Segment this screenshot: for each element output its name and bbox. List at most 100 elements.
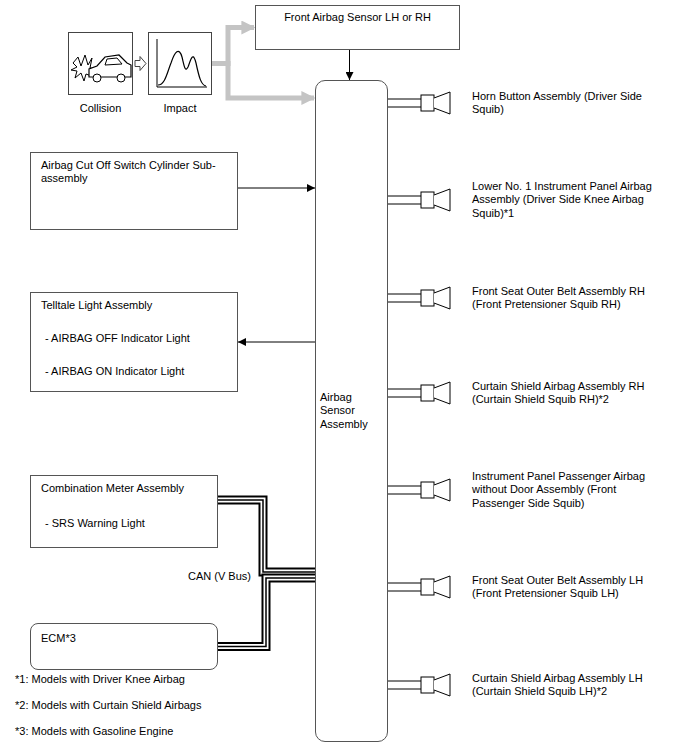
squib-body xyxy=(434,674,450,696)
squib-wire-pair xyxy=(388,486,422,494)
signal-line xyxy=(238,188,315,189)
connector-body xyxy=(421,677,434,693)
illustration-caption: Collision xyxy=(49,102,152,115)
component-box: Combination Meter Assembly - SRS Warning … xyxy=(30,475,218,548)
box-title: Combination Meter Assembly xyxy=(41,482,207,495)
connector xyxy=(212,28,254,64)
box-item: - AIRBAG OFF Indicator Light xyxy=(41,332,227,345)
car-wheel xyxy=(93,74,101,82)
squib-body xyxy=(434,189,450,211)
illustration-box: Collision xyxy=(68,32,133,95)
footnote: *2: Models with Curtain Shield Airbags xyxy=(15,699,201,712)
illustration-box: Impact xyxy=(148,32,212,95)
connector xyxy=(238,342,315,343)
squib-wire-pair xyxy=(388,99,422,107)
footnote: *3: Models with Gasoline Engine xyxy=(15,725,173,738)
connector-body xyxy=(421,385,434,401)
squib-body xyxy=(434,479,450,501)
sensor-box: Front Airbag Sensor LH or RH xyxy=(255,5,460,50)
box-title: Airbag Cut Off Switch Cylinder Sub-assem… xyxy=(41,159,227,185)
connector xyxy=(135,57,146,71)
footnote: *1: Models with Driver Knee Airbag xyxy=(15,673,185,686)
squib-component: Curtain Shield Airbag Assembly RH (Curta… xyxy=(420,378,682,408)
squib-body xyxy=(434,576,450,598)
squib-connector-symbol xyxy=(420,88,460,118)
squib-text: Horn Button Assembly (Driver Side Squib) xyxy=(460,90,657,116)
squib-text: Curtain Shield Airbag Assembly LH (Curta… xyxy=(460,672,657,698)
connector xyxy=(388,294,422,302)
squib-component: Horn Button Assembly (Driver Side Squib) xyxy=(420,88,682,118)
squib-label: Front Seat Outer Belt Assembly RH (Front… xyxy=(472,285,657,311)
squib-text: Instrument Panel Passenger Airbag withou… xyxy=(460,470,657,510)
squib-body xyxy=(434,382,450,404)
connector xyxy=(238,188,315,189)
impact-graph xyxy=(149,33,211,94)
squib-wire-pair xyxy=(388,389,422,397)
connector-body xyxy=(421,192,434,208)
box-title: Telltale Light Assembly xyxy=(41,299,227,312)
squib-connector-symbol xyxy=(420,283,460,313)
squib-component: Instrument Panel Passenger Airbag withou… xyxy=(420,470,682,510)
squib-wire-pair xyxy=(388,681,422,689)
squib-wire-pair xyxy=(388,583,422,591)
connector xyxy=(388,389,422,397)
connector xyxy=(388,583,422,591)
can-bus-outer xyxy=(218,578,315,647)
connector xyxy=(349,50,350,80)
squib-component: Front Seat Outer Belt Assembly LH (Front… xyxy=(420,572,682,602)
signal-line xyxy=(238,342,315,343)
squib-connector-symbol xyxy=(420,185,460,215)
squib-label: Instrument Panel Passenger Airbag withou… xyxy=(472,470,657,510)
car-window xyxy=(105,58,122,65)
connector xyxy=(218,578,315,647)
squib-text: Front Seat Outer Belt Assembly RH (Front… xyxy=(460,285,657,311)
box-title: Front Airbag Sensor LH or RH xyxy=(262,11,453,24)
squib-component: Curtain Shield Airbag Assembly LH (Curta… xyxy=(420,670,682,700)
squib-body xyxy=(434,92,450,114)
squib-text: Curtain Shield Airbag Assembly RH (Curta… xyxy=(460,380,657,406)
connector xyxy=(388,486,422,494)
can-bus-core xyxy=(218,578,315,647)
can-bus-core xyxy=(218,500,315,572)
connector xyxy=(388,681,422,689)
connector xyxy=(218,500,315,572)
bus-label: CAN (V Bus) xyxy=(186,570,253,583)
hollow-arrow xyxy=(135,57,146,71)
connector-body xyxy=(421,482,434,498)
control-unit-box: Airbag Sensor Assembly xyxy=(315,80,388,742)
squib-body xyxy=(434,287,450,309)
connector-body xyxy=(421,290,434,306)
connector xyxy=(212,64,314,99)
car-wheel xyxy=(117,74,125,82)
squib-label: Curtain Shield Airbag Assembly LH (Curta… xyxy=(472,672,657,698)
can-bus-outer xyxy=(218,500,315,572)
squib-component: Lower No. 1 Instrument Panel Airbag Asse… xyxy=(420,180,682,220)
squib-connector-symbol xyxy=(420,670,460,700)
signal-line xyxy=(349,50,350,80)
component-box: Airbag Cut Off Switch Cylinder Sub-assem… xyxy=(30,152,238,230)
impact-signal-arrow xyxy=(212,64,314,99)
graph-axes xyxy=(157,39,207,87)
box-item: - AIRBAG ON Indicator Light xyxy=(41,365,227,378)
box-item: - SRS Warning Light xyxy=(41,517,207,530)
connector xyxy=(388,196,422,204)
squib-connector-symbol xyxy=(420,475,460,505)
car-body xyxy=(89,55,131,77)
squib-text: Lower No. 1 Instrument Panel Airbag Asse… xyxy=(460,180,657,220)
impact-curve xyxy=(158,51,206,86)
connector-body xyxy=(421,95,434,111)
squib-label: Front Seat Outer Belt Assembly LH (Front… xyxy=(472,574,657,600)
squib-connector-symbol xyxy=(420,572,460,602)
box-title: Airbag Sensor Assembly xyxy=(320,391,383,431)
illustration-caption: Impact xyxy=(129,102,231,115)
squib-label: Horn Button Assembly (Driver Side Squib) xyxy=(472,90,657,116)
impact-signal-arrow xyxy=(212,28,254,64)
component-box: Telltale Light Assembly - AIRBAG OFF Indi… xyxy=(30,292,238,392)
squib-component: Front Seat Outer Belt Assembly RH (Front… xyxy=(420,283,682,313)
box-title: ECM*3 xyxy=(41,632,207,645)
squib-label: Lower No. 1 Instrument Panel Airbag Asse… xyxy=(472,180,657,220)
can-bus-gap xyxy=(218,500,315,572)
connector xyxy=(388,99,422,107)
